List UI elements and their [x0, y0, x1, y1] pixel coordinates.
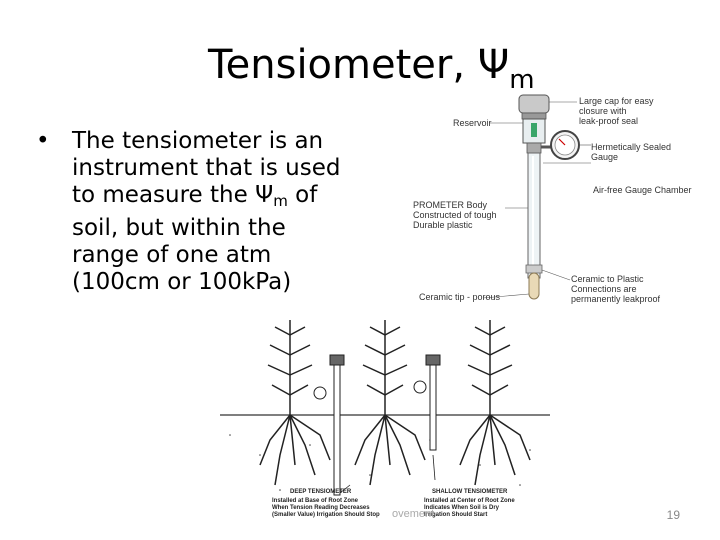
bullet-icon: •	[36, 128, 50, 155]
slide-title: Tensiometer, Ψm	[208, 42, 535, 95]
bullet-text: The tensiometer is an instrument that is…	[72, 128, 346, 296]
label-reservoir: Reservoir	[453, 118, 492, 128]
label-body: PROMETER Body Constructed of tough Durab…	[413, 200, 497, 230]
page-number: 19	[667, 508, 680, 522]
label-gauge: Hermetically Sealed Gauge	[591, 142, 671, 162]
label-connections: Ceramic to Plastic Connections are perma…	[571, 274, 660, 304]
label-ceramic-tip: Ceramic tip - porous	[419, 292, 500, 302]
label-large-cap: Large cap for easy closure with leak-pro…	[579, 96, 654, 126]
bullet-point: • The tensiometer is an instrument that …	[36, 128, 346, 296]
shallow-tensiometer-title: SHALLOW TENSIOMETER	[432, 489, 507, 496]
deep-tensiometer-title: DEEP TENSIOMETER	[290, 489, 351, 496]
plant-tensiometer-diagram: DEEP TENSIOMETER Installed at Base of Ro…	[220, 315, 550, 530]
label-gauge-chamber: Air-free Gauge Chamber	[593, 185, 692, 195]
deep-tensiometer-caption: Installed at Base of Root Zone When Tens…	[272, 498, 380, 519]
footer-text: ovement	[392, 508, 434, 520]
shallow-tensiometer-caption: Installed at Center of Root Zone Indicat…	[424, 498, 515, 519]
bullet-subscript: m	[273, 192, 288, 210]
tensiometer-diagram: Large cap for easy closure with leak-pro…	[405, 90, 705, 315]
title-main: Tensiometer, Ψ	[208, 42, 509, 88]
